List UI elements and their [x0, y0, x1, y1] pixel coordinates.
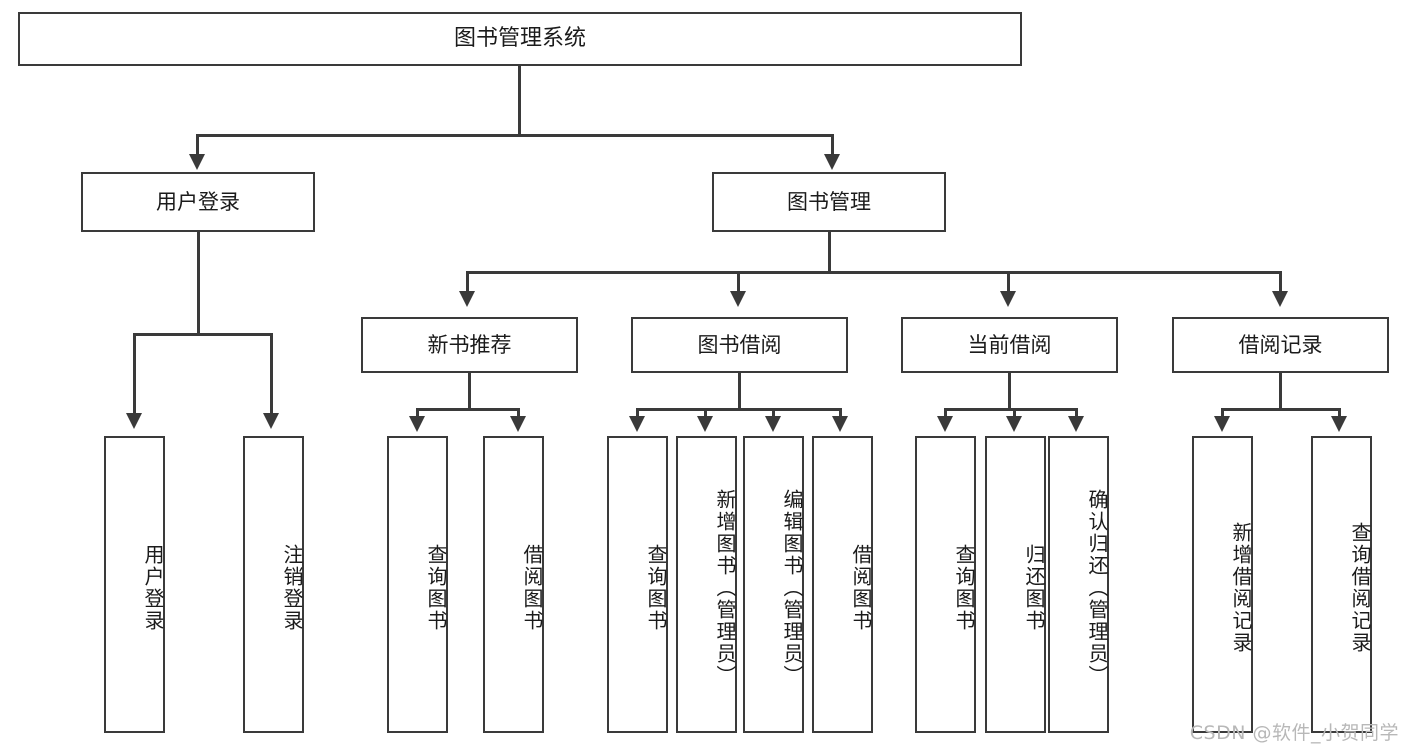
node-label: 查询图书	[644, 543, 668, 632]
node-new-book-recommendation[interactable]: 新书推荐	[361, 317, 578, 373]
connector-record-bus	[1221, 408, 1341, 411]
connector-borrow-stem	[738, 373, 741, 410]
node-label: 新增借阅记录	[1229, 521, 1253, 654]
node-label: 查询图书	[952, 543, 976, 632]
leaf-query-book-borrowing[interactable]: 查询图书	[607, 436, 668, 733]
connector-current-bus	[944, 408, 1078, 411]
node-label: 新书推荐	[427, 332, 512, 357]
connector-current-branch-2	[1013, 408, 1016, 418]
arrow-current-leaf-2	[1006, 416, 1022, 432]
leaf-borrow-book-newbook[interactable]: 借阅图书	[483, 436, 544, 733]
node-book-management[interactable]: 图书管理	[712, 172, 946, 232]
leaf-borrow-book-borrowing[interactable]: 借阅图书	[812, 436, 873, 733]
node-label: 图书管理系统	[453, 26, 586, 52]
connector-borrow-branch-3	[772, 408, 775, 418]
arrow-borrow-leaf-1	[629, 416, 645, 432]
connector-record-stem	[1279, 373, 1282, 410]
leaf-query-borrowing-record[interactable]: 查询借阅记录	[1311, 436, 1372, 733]
connector-record-branch-1	[1221, 408, 1224, 418]
node-label: 用户登录	[141, 543, 165, 632]
leaf-query-book-current[interactable]: 查询图书	[915, 436, 976, 733]
node-label: 归还图书	[1022, 543, 1046, 632]
arrow-login-leaf-2	[263, 413, 279, 429]
leaf-user-login[interactable]: 用户登录	[104, 436, 165, 733]
arrow-bookmgmt-child-3	[1000, 291, 1016, 307]
connector-borrow-branch-4	[839, 408, 842, 418]
node-label: 借阅图书	[520, 543, 544, 632]
node-user-login[interactable]: 用户登录	[81, 172, 315, 232]
leaf-query-book-newbook[interactable]: 查询图书	[387, 436, 448, 733]
connector-root-stem	[518, 66, 521, 136]
arrow-borrow-leaf-3	[765, 416, 781, 432]
node-label: 新增图书（管理员）	[713, 488, 737, 687]
connector-newbook-bus	[416, 408, 520, 411]
connector-current-stem	[1008, 373, 1011, 410]
arrow-root-to-login	[189, 154, 205, 170]
arrow-borrow-leaf-4	[832, 416, 848, 432]
connector-record-branch-2	[1338, 408, 1341, 418]
node-label: 图书管理	[787, 189, 871, 214]
node-label: 查询图书	[424, 543, 448, 632]
connector-borrow-bus	[636, 408, 842, 411]
connector-current-branch-3	[1075, 408, 1078, 418]
node-current-borrowing[interactable]: 当前借阅	[901, 317, 1118, 373]
connector-bookmgmt-stem	[828, 232, 831, 274]
connector-bookmgmt-bus	[466, 271, 1282, 274]
arrow-current-leaf-1	[937, 416, 953, 432]
connector-root-bus	[196, 134, 834, 137]
leaf-add-borrowing-record[interactable]: 新增借阅记录	[1192, 436, 1253, 733]
node-label: 用户登录	[156, 189, 240, 214]
arrow-bookmgmt-child-1	[459, 291, 475, 307]
arrow-login-leaf-1	[126, 413, 142, 429]
connector-login-bus	[133, 333, 272, 336]
node-root-book-management-system[interactable]: 图书管理系统	[18, 12, 1022, 66]
leaf-logout[interactable]: 注销登录	[243, 436, 304, 733]
connector-borrow-branch-1	[636, 408, 639, 418]
connector-bookmgmt-branch-2	[737, 271, 740, 293]
connector-root-to-login	[196, 134, 199, 156]
node-book-borrowing[interactable]: 图书借阅	[631, 317, 848, 373]
node-label: 编辑图书（管理员）	[780, 488, 804, 687]
arrow-record-leaf-2	[1331, 416, 1347, 432]
leaf-return-book[interactable]: 归还图书	[985, 436, 1046, 733]
leaf-confirm-return-admin[interactable]: 确认归还（管理员）	[1048, 436, 1109, 733]
node-label: 借阅图书	[849, 543, 873, 632]
connector-borrow-branch-2	[704, 408, 707, 418]
node-label: 确认归还（管理员）	[1085, 488, 1109, 687]
node-label: 借阅记录	[1238, 332, 1323, 357]
connector-bookmgmt-branch-3	[1007, 271, 1010, 293]
node-borrowing-records[interactable]: 借阅记录	[1172, 317, 1389, 373]
connector-login-stem	[197, 232, 200, 336]
arrow-record-leaf-1	[1214, 416, 1230, 432]
node-label: 图书借阅	[697, 332, 782, 357]
arrow-root-to-bookmgmt	[824, 154, 840, 170]
leaf-add-book-admin[interactable]: 新增图书（管理员）	[676, 436, 737, 733]
connector-login-branch-1	[133, 333, 136, 415]
node-label: 注销登录	[280, 543, 304, 632]
node-label: 当前借阅	[967, 332, 1052, 357]
arrow-bookmgmt-child-2	[730, 291, 746, 307]
arrow-newbook-leaf-2	[510, 416, 526, 432]
connector-root-to-bookmgmt	[831, 134, 834, 156]
arrow-newbook-leaf-1	[409, 416, 425, 432]
arrow-bookmgmt-child-4	[1272, 291, 1288, 307]
connector-current-branch-1	[944, 408, 947, 418]
node-label: 查询借阅记录	[1348, 521, 1372, 654]
connector-bookmgmt-branch-4	[1279, 271, 1282, 293]
leaf-edit-book-admin[interactable]: 编辑图书（管理员）	[743, 436, 804, 733]
arrow-borrow-leaf-2	[697, 416, 713, 432]
connector-newbook-branch-1	[416, 408, 419, 418]
connector-newbook-branch-2	[517, 408, 520, 418]
connector-login-branch-2	[270, 333, 273, 415]
connector-newbook-stem	[468, 373, 471, 410]
csdn-watermark: CSDN @软件_小贺同学	[1189, 722, 1399, 744]
connector-bookmgmt-branch-1	[466, 271, 469, 293]
arrow-current-leaf-3	[1068, 416, 1084, 432]
